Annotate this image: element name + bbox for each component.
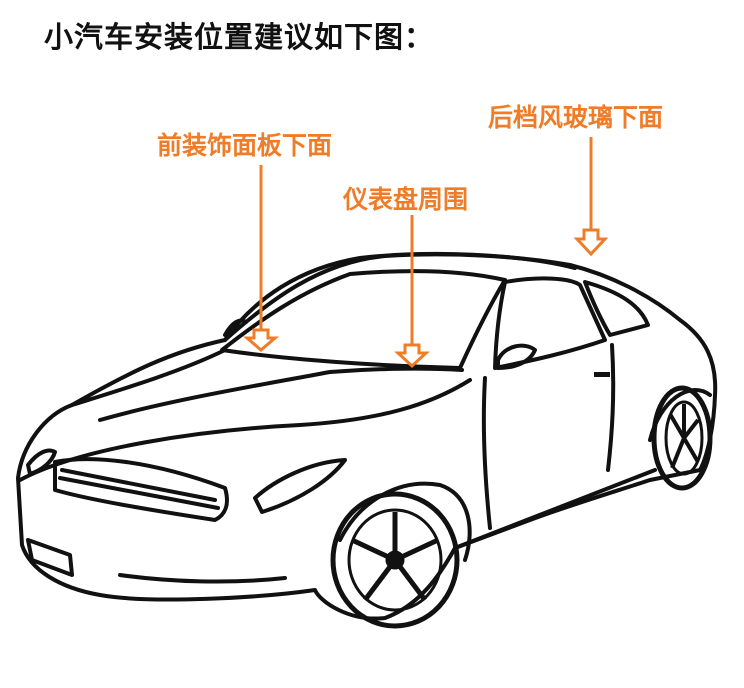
front-wheel [330, 491, 460, 629]
side-mirror [496, 343, 537, 370]
headlight-left [26, 448, 57, 476]
arrow-rear-window [573, 137, 609, 257]
callout-front-panel: 前装饰面板下面 [157, 131, 333, 160]
door-line [481, 376, 492, 530]
headlight-right [253, 458, 347, 514]
windshield [220, 269, 507, 370]
arrow-front-panel [242, 165, 280, 352]
rear-window [583, 280, 650, 337]
callout-arrows [242, 137, 609, 369]
side-window [493, 276, 607, 370]
page-title: 小汽车安装位置建议如下图： [44, 20, 435, 54]
callout-rear-window: 后档风玻璃下面 [488, 103, 664, 132]
arrow-dashboard [394, 215, 430, 369]
grille [53, 457, 229, 522]
front-wheel-arch [338, 481, 472, 562]
rear-wheel [651, 385, 713, 491]
callout-dashboard: 仪表盘周围 [343, 185, 469, 214]
